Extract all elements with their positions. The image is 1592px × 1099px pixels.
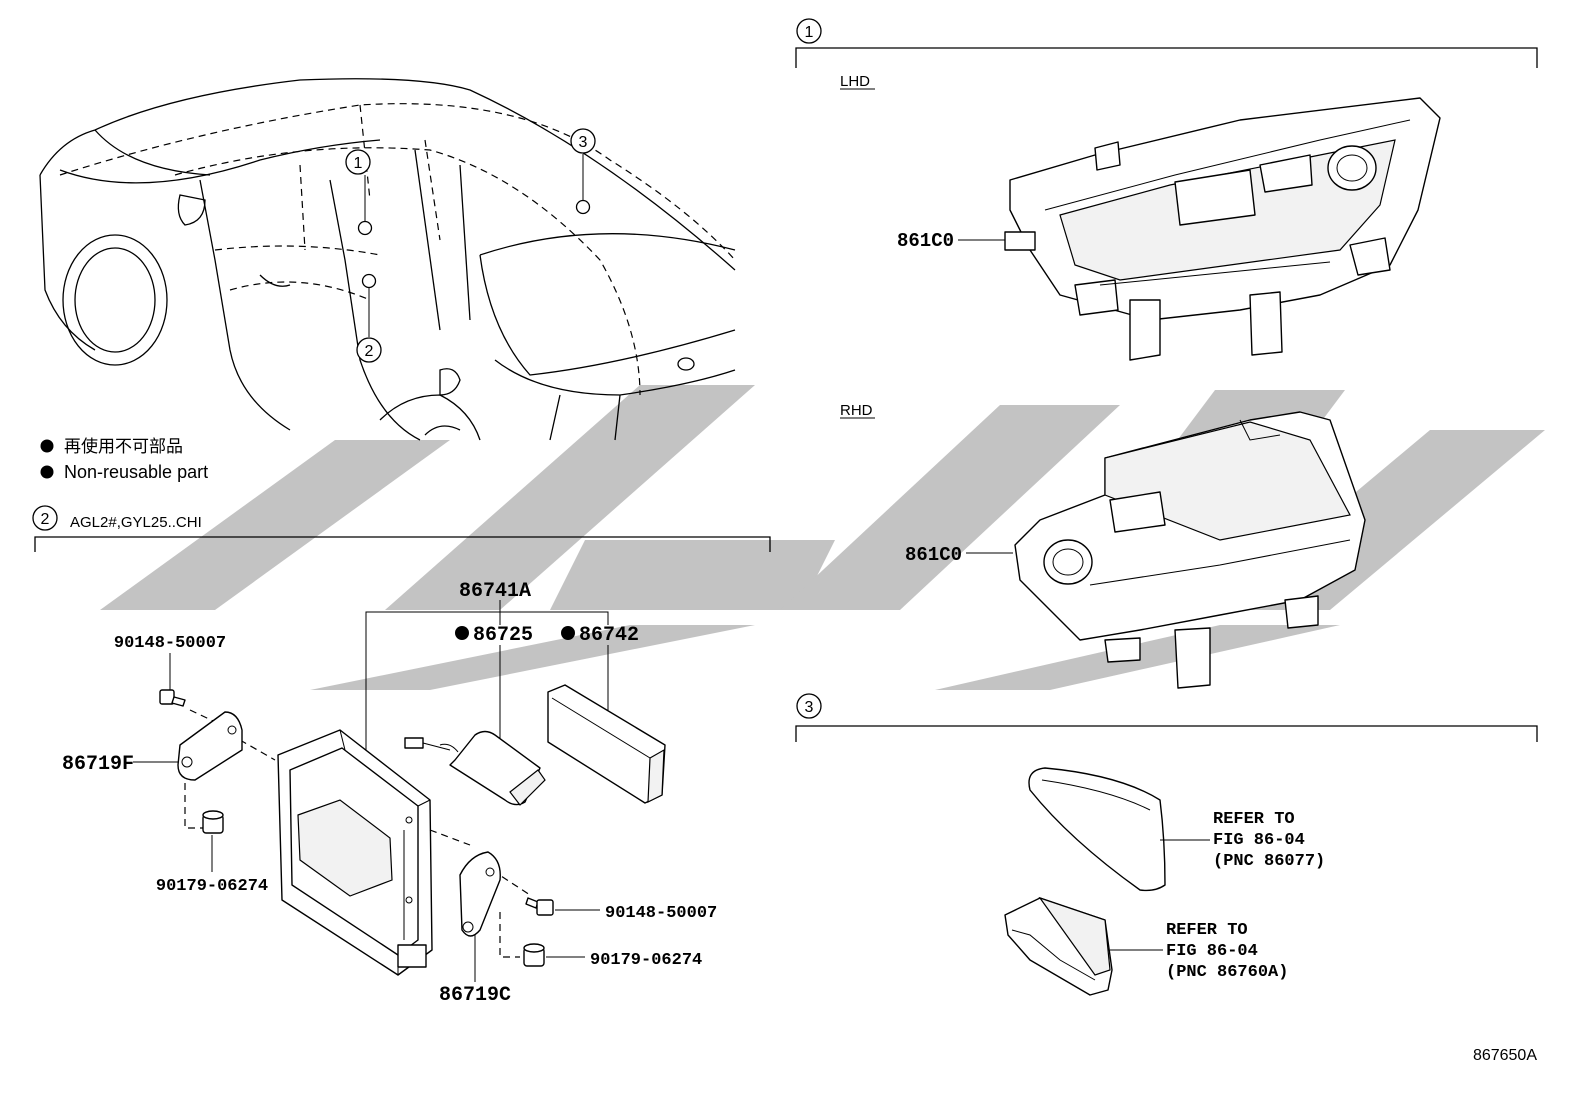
- bracket-86719C: [459, 851, 501, 937]
- antenna-base: [1004, 896, 1113, 996]
- part-90148-50007-left: 90148-50007: [114, 634, 226, 653]
- section-1-number: 1: [805, 24, 814, 41]
- bracket-86719F: [177, 711, 243, 781]
- car-callout-3-label: 3: [579, 134, 588, 151]
- non-reusable-bullet-icon: [561, 626, 575, 640]
- label-rhd: RHD: [840, 402, 873, 419]
- section-2-caption: AGL2#,GYL25..CHI: [70, 514, 202, 531]
- refer-1-line2: FIG 86-04: [1213, 831, 1305, 850]
- non-reusable-bullet-icon: [455, 626, 469, 640]
- car-callout-1-label: 1: [354, 155, 363, 172]
- non-reusable-bullet-icon: [40, 439, 54, 453]
- label-lhd: LHD: [840, 73, 870, 90]
- part-86719C: 86719C: [439, 984, 511, 1007]
- section-3-number: 3: [805, 699, 814, 716]
- shark-fin-antenna: [1028, 767, 1166, 892]
- meter-rhd: [1014, 411, 1366, 689]
- figure-id: 867650A: [1473, 1047, 1537, 1064]
- section-2: 2 AGL2#,GYL25..CHI 86741A 86725 86742: [32, 505, 771, 1007]
- car-callout-2: [356, 337, 382, 363]
- part-86742: 86742: [579, 624, 639, 647]
- legend-jp: 再使用不可部品: [64, 436, 183, 457]
- part-861C0-lhd: 861C0: [897, 230, 954, 252]
- part-861C0-rhd: 861C0: [905, 544, 962, 566]
- legend-en: Non-reusable part: [64, 462, 208, 482]
- section-1-bracket: [795, 47, 1538, 68]
- section-3: 3 REFER TO FIG 86-04 (PNC 86077) REFER T…: [795, 693, 1538, 996]
- nut-icon: [202, 810, 224, 834]
- part-90148-50007-right: 90148-50007: [605, 904, 717, 923]
- section-2-bracket: [34, 536, 771, 552]
- legend: 再使用不可部品 Non-reusable part: [40, 436, 208, 482]
- car-callout-3: [570, 128, 596, 154]
- part-90179-06274-right: 90179-06274: [590, 951, 702, 970]
- meter-lhd: [1004, 97, 1441, 361]
- refer-2-line3: (PNC 86760A): [1166, 963, 1288, 982]
- car-callout-2-label: 2: [365, 343, 374, 360]
- part-86725: 86725: [473, 624, 533, 647]
- battery-86725: [404, 730, 546, 806]
- section-1-badge: [796, 18, 822, 44]
- refer-1-line3: (PNC 86077): [1213, 852, 1325, 871]
- bolt-icon: [159, 689, 186, 707]
- section-3-bracket: [795, 725, 1538, 742]
- bolt-icon: [525, 897, 554, 916]
- part-90179-06274-left: 90179-06274: [156, 877, 268, 896]
- non-reusable-bullet-icon: [40, 465, 54, 479]
- panel-86742: [547, 684, 666, 804]
- nut-icon: [523, 943, 545, 967]
- car-callout-1: [345, 149, 371, 175]
- part-86741A: 86741A: [459, 580, 531, 603]
- vehicle-overview: 1 2 3: [39, 78, 736, 441]
- section-1: 1 LHD 861C0 RHD: [795, 18, 1538, 689]
- section-3-badge: [796, 693, 822, 719]
- refer-2-line1: REFER TO: [1166, 921, 1248, 940]
- part-86719F: 86719F: [62, 753, 134, 776]
- ecu-module: [277, 729, 433, 976]
- refer-2-line2: FIG 86-04: [1166, 942, 1258, 961]
- refer-1-line1: REFER TO: [1213, 810, 1295, 829]
- section-2-number: 2: [41, 511, 50, 528]
- section-2-badge: [32, 505, 58, 531]
